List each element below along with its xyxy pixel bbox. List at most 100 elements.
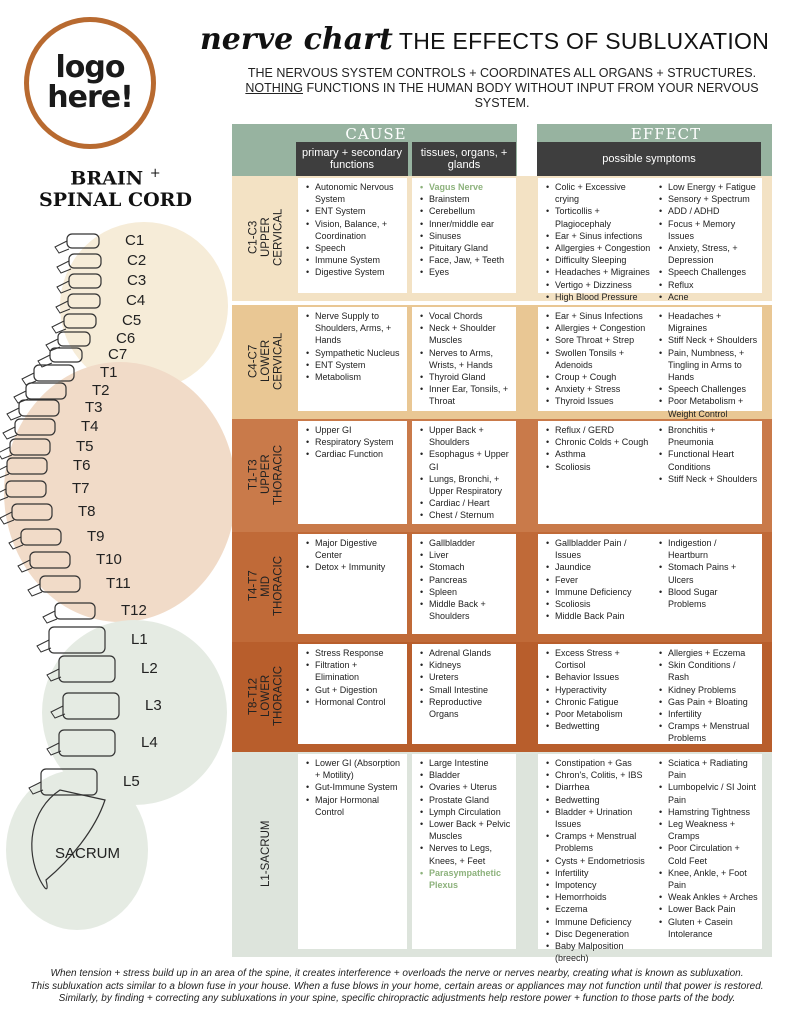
- list-item: Face, Jaw, + Teeth: [418, 254, 512, 266]
- list-item: Leg Weakness + Cramps: [657, 818, 758, 842]
- list-item: Metabolism: [304, 371, 403, 383]
- list-item: Disc Degeneration: [544, 928, 651, 940]
- footer-note: When tension + stress build up in an are…: [6, 968, 788, 1006]
- list-item: Vagus Nerve: [418, 181, 512, 193]
- list-item: Focus + Memory Issues: [657, 218, 758, 242]
- cell-symptoms-b: Allergies + EczemaSkin Conditions / Rash…: [655, 644, 762, 744]
- vertebra-shape: [40, 768, 98, 796]
- list-item: Chest / Sternum: [418, 509, 512, 521]
- list-item: Thyroid Issues: [544, 395, 651, 407]
- footer-line2: This subluxation acts similar to a blown…: [30, 980, 764, 992]
- cell-symptoms-b: Headaches + MigrainesStiff Neck + Should…: [655, 307, 762, 419]
- list-item: Liver: [418, 549, 512, 561]
- list-item: Sensory + Spectrum: [657, 193, 758, 205]
- list-item: Sciatica + Radiating Pain: [657, 757, 758, 781]
- vertebra-shape: [20, 528, 62, 546]
- vertebra-shape: [5, 480, 47, 498]
- cell-symptoms-a: Gallbladder Pain / IssuesJaundiceFeverIm…: [538, 534, 655, 634]
- list-item: Chronic Colds + Cough: [544, 436, 651, 448]
- vertebra-shape: [58, 655, 116, 683]
- vertebra-label: C1: [125, 232, 145, 249]
- list-item: Detox + Immunity: [304, 561, 403, 573]
- vertebra-label: T4: [81, 418, 99, 435]
- list-item: Middle Back Pain: [544, 610, 651, 622]
- vertebra-shape: [48, 626, 106, 654]
- list-item: Scoliosis: [544, 461, 651, 473]
- vertebra-process: [13, 390, 29, 404]
- list-item: Cardiac / Heart: [418, 497, 512, 509]
- list-item: Kidney Problems: [657, 684, 758, 696]
- vertebra-label: T11: [106, 575, 131, 592]
- list-item: Ear + Sinus Infections: [544, 310, 651, 322]
- row-label: C1-C3 UPPER CERVICAL: [247, 208, 285, 267]
- footer-line1: When tension + stress build up in an are…: [50, 968, 744, 979]
- list-item: Upper GI: [304, 424, 403, 436]
- vertebra-shape: [6, 457, 48, 475]
- intro-line2-wrap: NOTHING FUNCTIONS IN THE HUMAN BODY WITH…: [232, 81, 772, 111]
- list-item: Vocal Chords: [418, 310, 512, 322]
- list-item: Speech Challenges: [657, 266, 758, 278]
- vertebra-shape: [66, 233, 100, 249]
- sidebar-title-plus: +: [149, 166, 161, 181]
- footer-line3: Similarly, by finding + correcting any s…: [58, 993, 736, 1005]
- list-item: Bedwetting: [544, 794, 651, 806]
- cell-tissues: Upper Back + ShouldersEsophagus + Upper …: [412, 421, 516, 524]
- cell-symptoms-b: Indigestion / HeartburnStomach Pains + U…: [655, 534, 762, 634]
- sacrum-shape: [31, 789, 106, 890]
- list-item: Hamstring Tightness: [657, 806, 758, 818]
- list-item: Inner Ear, Tonsils, + Throat: [418, 383, 512, 407]
- list-item: Chron's, Colitis, + IBS: [544, 769, 651, 781]
- vertebra-process: [0, 465, 10, 479]
- list-item: Prostate Gland: [418, 794, 512, 806]
- vertebra-process: [0, 446, 13, 460]
- vertebra-label: T1: [100, 364, 118, 381]
- list-item: Major Digestive Center: [304, 537, 403, 561]
- list-item: Blood Sugar Problems: [657, 586, 758, 610]
- list-item: Jaundice: [544, 561, 651, 573]
- list-item: Eyes: [418, 266, 512, 278]
- list-item: Kidneys: [418, 659, 512, 671]
- list-item: Croup + Cough: [544, 371, 651, 383]
- list-item: Anxiety + Stress: [544, 383, 651, 395]
- sidebar-title: BRAIN + SPINAL CORD: [28, 163, 203, 211]
- list-item: Speech Challenges: [657, 383, 758, 395]
- vertebra-label: C4: [126, 292, 146, 309]
- vertebra-shape: [62, 692, 120, 720]
- list-item: Bronchitis + Pneumonia: [657, 424, 758, 448]
- list-item: Constipation + Gas: [544, 757, 651, 769]
- list-item: Ear + Sinus infections: [544, 230, 651, 242]
- list-item: Lymph Circulation: [418, 806, 512, 818]
- vertebra-shape: [25, 382, 67, 400]
- list-item: Chronic Fatigue: [544, 696, 651, 708]
- cell-functions: Lower GI (Absorption + Motility)Gut-Immu…: [298, 754, 407, 949]
- list-item: Major Hormonal Control: [304, 794, 403, 818]
- list-item: Stiff Neck + Shoulders: [657, 473, 758, 485]
- list-item: Small Intestine: [418, 684, 512, 696]
- list-item: Ureters: [418, 671, 512, 683]
- list-item: Acne: [657, 291, 758, 303]
- cell-tissues: GallbladderLiverStomachPancreasSpleenMid…: [412, 534, 516, 634]
- list-item: Headaches + Migraines: [544, 266, 651, 278]
- vertebra-process: [36, 639, 52, 653]
- vertebra-shape: [49, 347, 83, 363]
- vertebra-process: [2, 426, 18, 440]
- list-item: Allergies + Eczema: [657, 647, 758, 659]
- list-item: ENT System: [304, 359, 403, 371]
- vertebra-label: C3: [127, 272, 147, 289]
- vertebra-process: [45, 338, 61, 352]
- vertebra-process: [56, 280, 72, 294]
- cell-symptoms-a: Constipation + GasChron's, Colitis, + IB…: [538, 754, 655, 963]
- list-item: Hyperactivity: [544, 684, 651, 696]
- vertebra-shape: [29, 551, 71, 569]
- list-item: Vision, Balance, + Coordination: [304, 218, 403, 242]
- intro-line2: FUNCTIONS IN THE HUMAN BODY WITHOUT INPU…: [303, 81, 759, 110]
- list-item: Cerebellum: [418, 205, 512, 217]
- list-item: Lungs, Bronchi, + Upper Respiratory: [418, 473, 512, 497]
- vertebra-process: [17, 559, 33, 573]
- list-item: Fever: [544, 574, 651, 586]
- vertebra-label: T5: [76, 438, 94, 455]
- list-item: Headaches + Migraines: [657, 310, 758, 334]
- effect-title: EFFECT: [630, 125, 702, 143]
- list-item: Autonomic Nervous System: [304, 181, 403, 205]
- row-label: L1-SACRUM: [259, 820, 272, 887]
